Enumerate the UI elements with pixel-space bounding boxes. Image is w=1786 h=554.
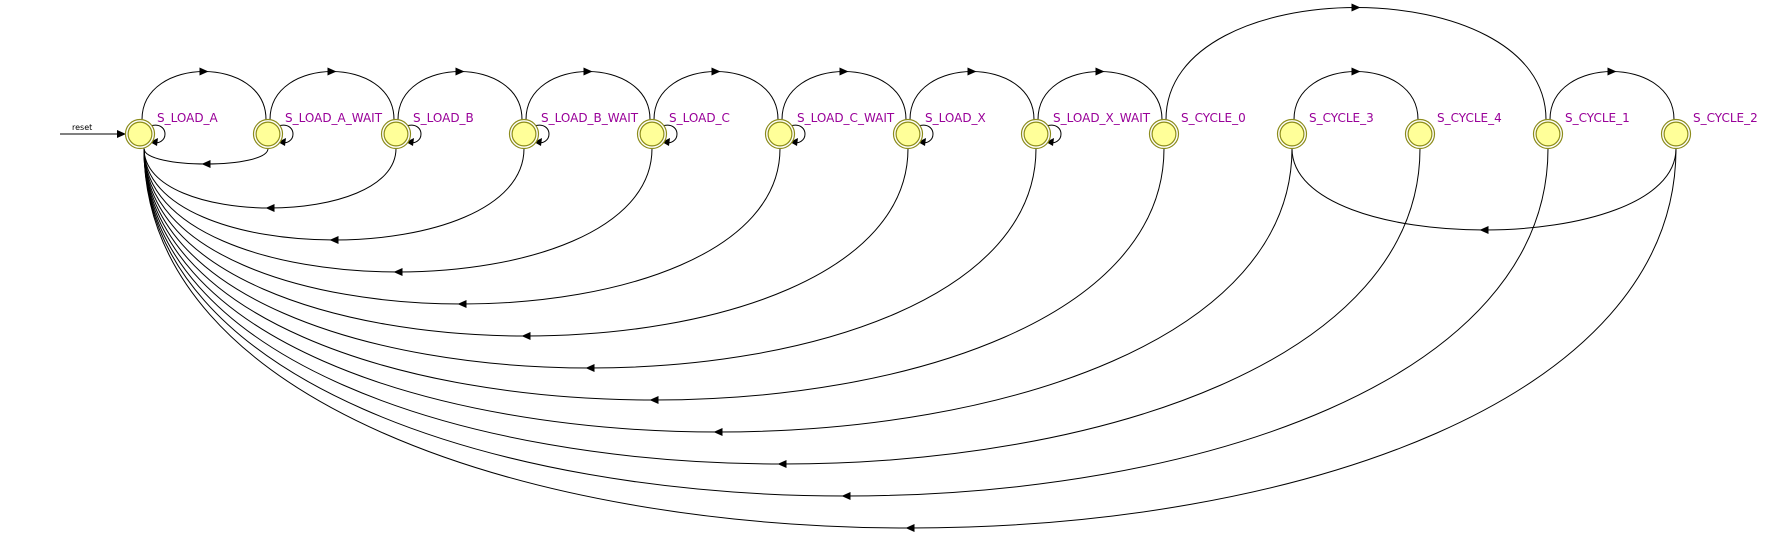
state-s-load-a-wait[interactable]: S_LOAD_A_WAIT <box>252 111 383 150</box>
transition-s-cycle-2-to-s-load-a-arrowhead <box>905 524 915 532</box>
transition-s-cycle-4-to-s-load-a-arrowhead <box>777 460 787 468</box>
transition-s-load-x-to-s-load-a-arrowhead <box>521 332 531 340</box>
state-s-load-a[interactable]: S_LOAD_A <box>124 111 219 150</box>
state-node-s-load-b <box>383 121 409 147</box>
state-node-s-cycle-3 <box>1279 121 1305 147</box>
transition-s-cycle-0-to-s-cycle-1-arrowhead <box>1351 3 1361 12</box>
transition-s-cycle-2-to-s-cycle-3 <box>1291 148 1677 231</box>
state-s-load-x[interactable]: S_LOAD_X <box>892 111 986 150</box>
self-loop-arrowhead-s-load-a-wait <box>278 138 286 146</box>
state-node-s-load-a <box>127 121 153 147</box>
reset-arrowhead <box>117 130 126 138</box>
state-label-s-load-b-wait: S_LOAD_B_WAIT <box>541 111 639 125</box>
transition-s-cycle-2-to-s-cycle-3-arrowhead <box>1479 226 1489 234</box>
state-label-s-load-c: S_LOAD_C <box>669 111 730 125</box>
transition-s-load-x-wait-to-s-load-a <box>143 148 1037 369</box>
reset-label: reset <box>72 123 92 132</box>
state-s-cycle-2[interactable]: S_CYCLE_2 <box>1660 111 1758 150</box>
transition-s-cycle-4-to-s-load-a <box>143 148 1421 465</box>
state-label-s-load-c-wait: S_LOAD_C_WAIT <box>797 111 895 125</box>
state-s-cycle-1[interactable]: S_CYCLE_1 <box>1532 111 1630 150</box>
transition-s-cycle-2-to-s-load-a <box>143 148 1677 529</box>
transition-s-load-x-to-s-load-a <box>143 148 909 337</box>
transition-s-load-x-wait-to-s-load-a-arrowhead <box>585 364 595 372</box>
transition-s-cycle-1-to-s-load-a <box>143 148 1549 497</box>
state-s-load-b[interactable]: S_LOAD_B <box>380 111 474 150</box>
transition-s-cycle-3-to-s-cycle-4-arrowhead <box>1351 67 1361 76</box>
state-label-s-cycle-3: S_CYCLE_3 <box>1309 111 1374 125</box>
state-node-s-load-c-wait <box>767 121 793 147</box>
transition-s-load-x-to-s-load-x-wait-arrowhead <box>967 67 977 76</box>
state-s-load-x-wait[interactable]: S_LOAD_X_WAIT <box>1020 111 1151 150</box>
self-loop-arrowhead-s-load-c-wait <box>790 138 798 146</box>
state-s-cycle-3[interactable]: S_CYCLE_3 <box>1276 111 1374 150</box>
transition-s-cycle-3-to-s-load-a <box>143 148 1293 433</box>
transition-s-load-c-to-s-load-a-arrowhead <box>393 268 403 276</box>
state-s-cycle-0[interactable]: S_CYCLE_0 <box>1148 111 1246 150</box>
transition-s-cycle-0-to-s-cycle-1 <box>1165 7 1547 120</box>
state-node-s-load-b-wait <box>511 121 537 147</box>
transition-s-load-c-to-s-load-c-wait-arrowhead <box>711 67 721 76</box>
state-label-s-load-b: S_LOAD_B <box>413 111 474 125</box>
state-s-cycle-4[interactable]: S_CYCLE_4 <box>1404 111 1502 150</box>
state-s-load-b-wait[interactable]: S_LOAD_B_WAIT <box>508 111 639 150</box>
state-node-s-load-a-wait <box>255 121 281 147</box>
transition-s-load-a-wait-to-s-load-a-arrowhead <box>201 160 211 168</box>
state-label-s-load-a: S_LOAD_A <box>157 111 219 125</box>
transition-s-cycle-1-to-s-load-a-arrowhead <box>841 492 851 500</box>
transition-s-load-b-wait-to-s-load-a <box>143 148 525 241</box>
state-label-s-cycle-0: S_CYCLE_0 <box>1181 111 1246 125</box>
state-label-s-load-a-wait: S_LOAD_A_WAIT <box>285 111 383 125</box>
state-s-load-c[interactable]: S_LOAD_C <box>636 111 730 150</box>
state-label-s-cycle-1: S_CYCLE_1 <box>1565 111 1630 125</box>
states-layer: S_LOAD_A S_LOAD_A_WAIT S_LOAD_B S_LOAD_B_WA… <box>124 111 1758 150</box>
transition-s-load-c-wait-to-s-load-x-arrowhead <box>839 67 849 76</box>
state-label-s-cycle-2: S_CYCLE_2 <box>1693 111 1758 125</box>
self-loop-arrowhead-s-load-b-wait <box>534 138 542 146</box>
state-node-s-cycle-0 <box>1151 121 1177 147</box>
state-node-s-cycle-4 <box>1407 121 1433 147</box>
transition-s-cycle-1-to-s-cycle-2-arrowhead <box>1607 67 1617 76</box>
self-loop-arrowhead-s-load-a <box>150 138 158 146</box>
state-label-s-load-x: S_LOAD_X <box>925 111 986 125</box>
state-node-s-load-x <box>895 121 921 147</box>
state-node-s-cycle-2 <box>1663 121 1689 147</box>
transition-s-cycle-0-to-s-load-a-arrowhead <box>649 396 659 404</box>
transition-s-load-c-wait-to-s-load-a-arrowhead <box>457 300 467 308</box>
state-node-s-load-x-wait <box>1023 121 1049 147</box>
transition-s-load-a-to-s-load-a-wait-arrowhead <box>199 67 209 76</box>
transition-s-load-b-to-s-load-b-wait-arrowhead <box>455 67 465 76</box>
state-label-s-load-x-wait: S_LOAD_X_WAIT <box>1053 111 1151 125</box>
transition-s-load-a-wait-to-s-load-b-arrowhead <box>327 67 337 76</box>
transitions-layer <box>141 3 1677 532</box>
transition-s-load-b-to-s-load-a-arrowhead <box>265 204 275 212</box>
transition-s-load-x-wait-to-s-cycle-0-arrowhead <box>1095 67 1105 76</box>
transition-s-load-b-to-s-load-a <box>143 148 397 209</box>
state-node-s-load-c <box>639 121 665 147</box>
self-loop-arrowhead-s-load-x-wait <box>1046 138 1054 146</box>
transition-s-load-b-wait-to-s-load-c-arrowhead <box>583 67 593 76</box>
transition-s-load-b-wait-to-s-load-a-arrowhead <box>329 236 339 244</box>
transition-s-cycle-3-to-s-load-a-arrowhead <box>713 428 723 436</box>
self-loop-arrowhead-s-load-c <box>662 138 670 146</box>
reset-entry: reset <box>60 123 126 138</box>
state-node-s-cycle-1 <box>1535 121 1561 147</box>
self-loop-arrowhead-s-load-x <box>918 138 926 146</box>
self-loop-arrowhead-s-load-b <box>406 138 414 146</box>
transition-s-load-c-wait-to-s-load-a <box>143 148 781 305</box>
state-s-load-c-wait[interactable]: S_LOAD_C_WAIT <box>764 111 895 150</box>
state-label-s-cycle-4: S_CYCLE_4 <box>1437 111 1502 125</box>
transition-s-load-a-wait-to-s-load-a <box>143 148 269 165</box>
